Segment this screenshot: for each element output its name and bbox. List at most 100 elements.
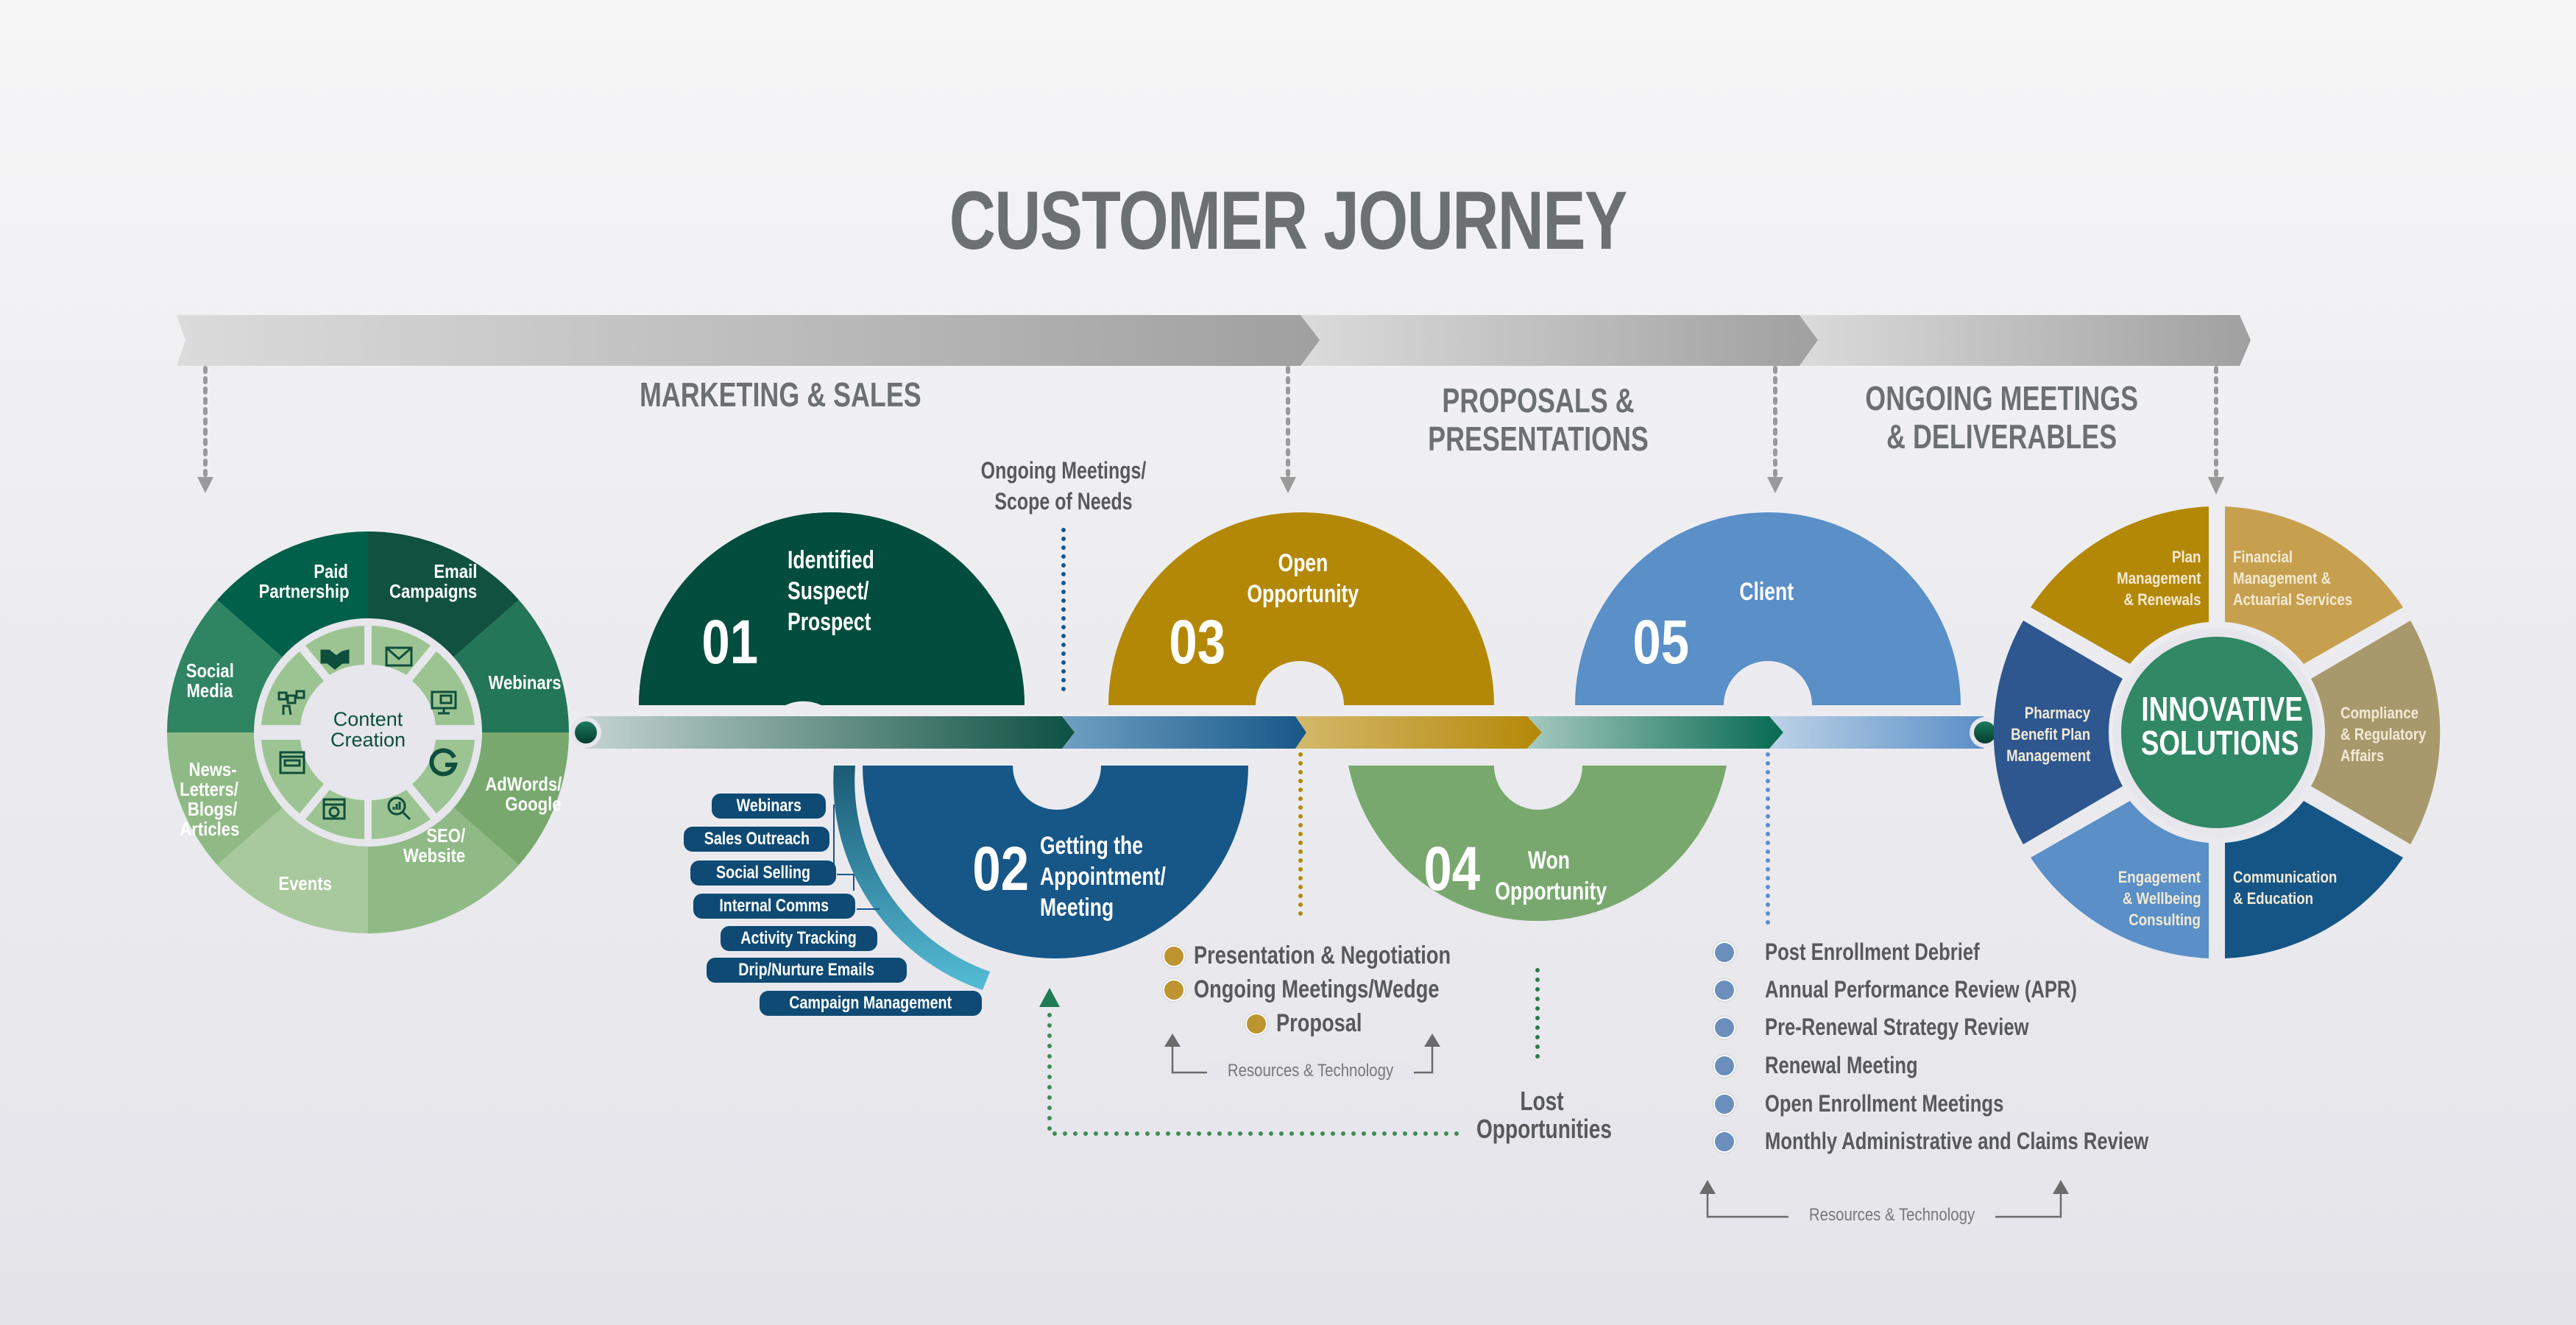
activity-pill-activity-tracking: Activity Tracking [721, 926, 877, 951]
resources-bracket-client [1706, 1192, 2062, 1218]
stage-03-number: 03 [1169, 607, 1226, 676]
arrow-down-icon [2208, 477, 2224, 495]
solution-segment-plan-management [2031, 506, 2209, 664]
solution-segment-financial [2225, 506, 2403, 664]
arrow-up-icon [2053, 1180, 2069, 1194]
bullet-dot-icon [1713, 941, 1735, 964]
google-g-icon [429, 748, 458, 777]
client-item: Open Enrollment Meetings [1713, 1090, 2063, 1117]
activity-pill-drip-nurture: Drip/Nurture Emails [707, 958, 907, 983]
timeline-segment-3 [1295, 716, 1542, 749]
phase-label-marketing: MARKETING & SALES [639, 375, 921, 414]
arrow-up-icon [1699, 1180, 1716, 1194]
innovative-solutions-center: INNOVATIVE SOLUTIONS [2140, 690, 2303, 762]
solution-segment-compliance [2311, 621, 2441, 844]
stage-02-shape [863, 766, 1248, 958]
page-title: CUSTOMER JOURNEY [949, 174, 1628, 266]
stage-05-title: Client [1739, 578, 1794, 606]
stage-01-shape [639, 512, 1025, 705]
arrow-up-icon [1039, 988, 1060, 1007]
client-item: Renewal Meeting [1713, 1052, 1956, 1079]
arrow-up-icon [1424, 1034, 1440, 1047]
solution-segment-pharmacy [1993, 621, 2123, 844]
timeline-bar [570, 716, 2000, 749]
search-chart-icon [387, 796, 411, 821]
stage-05-number: 05 [1632, 607, 1690, 676]
banner-arrow-marketing [177, 315, 1320, 366]
bullet-dot-icon [1163, 944, 1185, 967]
presentation-screen-icon [431, 690, 457, 715]
wheel-label-seo: SEO/Website [403, 824, 465, 866]
stage-02-number: 02 [972, 834, 1030, 903]
stage-03-shape [1108, 512, 1494, 705]
solutions-center [2121, 637, 2313, 828]
bullet-dot-icon [1713, 1092, 1735, 1115]
activity-pill-webinars: Webinars [712, 794, 826, 819]
arrow-down-icon [1280, 477, 1296, 493]
wheel-label-events: Events [278, 872, 333, 894]
arrow-up-icon [1164, 1034, 1181, 1047]
wheel-label-newsletters: News-Letters/Blogs/Articles [180, 758, 240, 840]
lost-opportunity-loop [1039, 988, 1463, 1136]
client-item: Post Enrollment Debrief [1713, 939, 2034, 966]
calendar-icon [322, 798, 346, 820]
client-item: Pre-Renewal Strategy Review [1713, 1014, 2095, 1041]
activity-connectors [833, 805, 880, 910]
stage-04-number: 04 [1423, 834, 1481, 903]
solution-segment-communication [2225, 801, 2403, 958]
stage-01-number: 01 [701, 607, 759, 676]
resources-label-client: Resources & Technology [1788, 1205, 1996, 1226]
stage-05-shape [1575, 512, 1961, 705]
banner-arrow-ongoing [1800, 315, 2251, 366]
scope-of-needs-note: Ongoing Meetings/Scope of Needs [980, 457, 1147, 515]
content-wheel [167, 531, 569, 933]
banner-arrow-proposals [1301, 315, 1818, 366]
handshake-icon [320, 649, 350, 670]
wheel-label-webinars: Webinars [488, 671, 562, 693]
envelope-icon [385, 646, 413, 667]
resources-label-proposals: Resources & Technology [1207, 1061, 1415, 1081]
bullet-dot-icon [1713, 978, 1735, 1001]
timeline-segment-5 [1769, 716, 1984, 749]
timeline-segment-4 [1527, 716, 1783, 749]
wheel-label-adwords: AdWords/Google [485, 773, 562, 815]
timeline-segment-2 [1062, 716, 1306, 749]
bullet-dot-icon [1713, 1130, 1735, 1153]
timeline-segment-1 [585, 716, 1075, 749]
solution-label-communication: Communication& Education [2233, 868, 2338, 908]
activity-pill-social-selling: Social Selling [690, 861, 836, 886]
proposal-item: Presentation & Negotiation [1163, 941, 1515, 970]
proposal-item: Ongoing Meetings/Wedge [1163, 975, 1501, 1004]
bullet-dot-icon [1713, 1016, 1735, 1039]
proposal-item: Proposal [1245, 1009, 1383, 1038]
activity-pill-campaign-management: Campaign Management [760, 991, 982, 1016]
phase-label-proposals: PROPOSALS & PRESENTATIONS [1428, 381, 1649, 458]
activity-pill-sales-outreach: Sales Outreach [684, 827, 829, 852]
bullet-dot-icon [1163, 978, 1185, 1001]
stage-04-shape [1348, 766, 1727, 922]
solution-segment-engagement [2031, 801, 2209, 958]
social-media-hand-icon [277, 690, 305, 716]
browser-window-icon [279, 751, 305, 774]
arrow-down-icon [197, 477, 213, 493]
client-item: Annual Performance Review (APR) [1713, 976, 2155, 1003]
stage-02-swoosh [833, 766, 990, 990]
bullet-dot-icon [1245, 1012, 1267, 1035]
phase-label-ongoing: ONGOING MEETINGS& DELIVERABLES [1865, 379, 2139, 456]
solutions-wheel [1993, 506, 2441, 958]
client-item: Monthly Administrative and Claims Review [1713, 1128, 2244, 1155]
